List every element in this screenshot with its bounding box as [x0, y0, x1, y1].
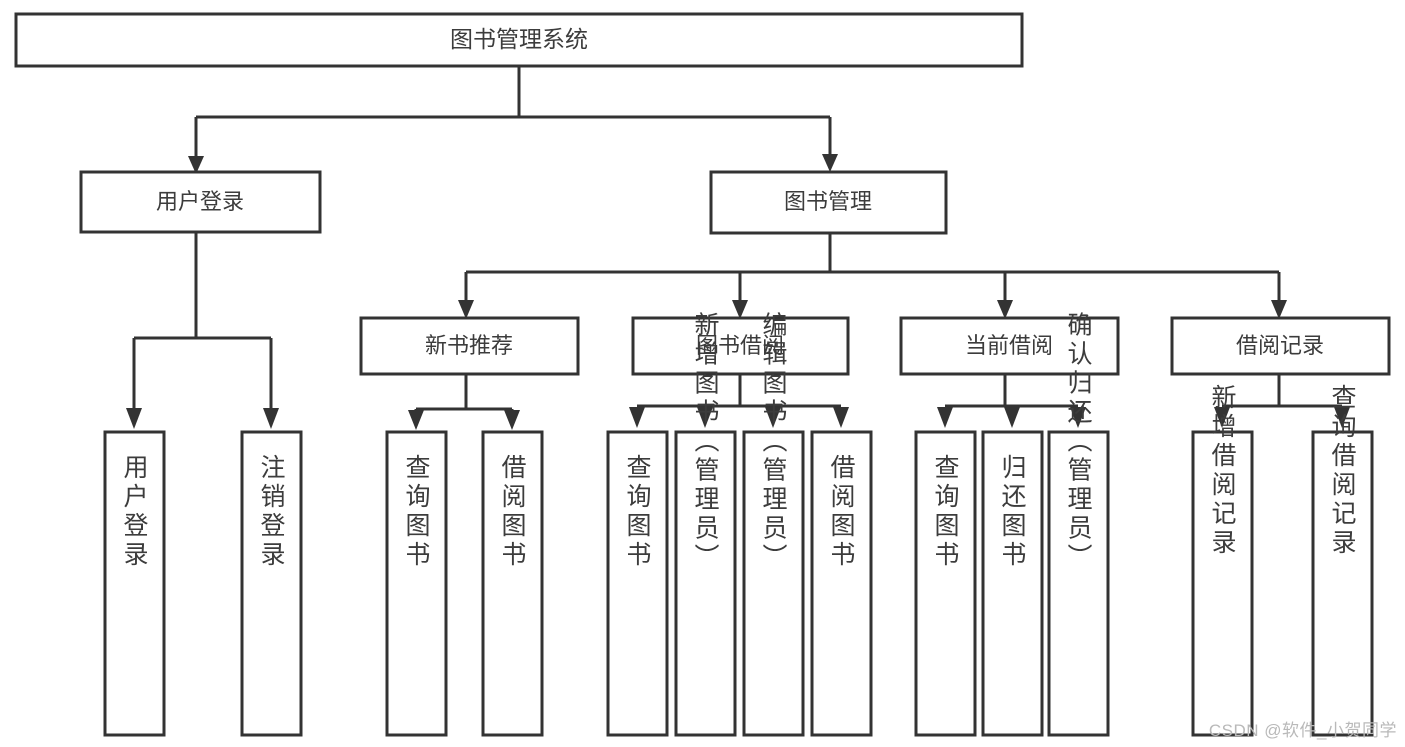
node-leaf-6-box[interactable]	[674, 430, 737, 737]
node-current-label: 当前借阅	[965, 333, 1053, 358]
node-leaf-2-box[interactable]	[240, 430, 303, 737]
node-leaf-4[interactable]: 借阅图书	[481, 430, 544, 737]
node-newbook-box[interactable]	[359, 316, 580, 376]
arrow-head-icon	[1271, 300, 1287, 319]
node-leaf-7-box[interactable]	[742, 430, 805, 737]
node-leaf-5-box[interactable]	[606, 430, 669, 737]
node-leaf-1-label: 用户登录	[120, 454, 149, 570]
watermark-text: CSDN @软件_小贺同学	[1208, 721, 1397, 740]
arrow-head-icon	[458, 300, 474, 319]
arrow-head-icon	[732, 300, 748, 319]
arrow-head-icon	[997, 300, 1013, 319]
connector-group-newbook	[408, 375, 520, 430]
node-leaf-3-box[interactable]	[385, 430, 448, 737]
node-leaf-2[interactable]: 注销登录	[240, 430, 303, 737]
node-leaf-10-box[interactable]	[981, 430, 1044, 737]
node-leaf-13-label: 查询借阅记录	[1328, 384, 1357, 558]
node-leaf-7-label: 编辑图书（管理员）	[759, 312, 788, 573]
node-bookmgmt-box[interactable]	[709, 170, 948, 235]
arrow-head-icon	[833, 407, 849, 428]
node-leaf-8[interactable]: 借阅图书	[810, 430, 873, 737]
node-root[interactable]: 图书管理系统	[14, 12, 1024, 68]
node-leaf-8-box[interactable]	[810, 430, 873, 737]
arrow-head-icon	[1004, 407, 1020, 428]
arrow-head-icon	[263, 408, 279, 429]
arrow-head-icon	[1070, 407, 1086, 428]
arrow-head-icon	[1214, 407, 1230, 428]
arrow-head-icon	[408, 410, 424, 430]
node-login-box[interactable]	[79, 170, 322, 234]
arrow-head-icon	[126, 408, 142, 429]
node-leaf-6[interactable]: 新增图书（管理员）	[674, 312, 737, 737]
node-records-label: 借阅记录	[1236, 333, 1324, 358]
node-leaf-12-box[interactable]	[1191, 430, 1254, 737]
node-leaf-12-label: 新增借阅记录	[1208, 384, 1237, 558]
node-leaf-10[interactable]: 归还图书	[981, 430, 1044, 737]
node-leaf-5-label: 查询图书	[623, 454, 652, 570]
node-leaf-9-label: 查询图书	[931, 454, 960, 570]
node-leaf-4-label: 借阅图书	[498, 454, 527, 570]
connector-group-root	[188, 66, 838, 174]
node-borrow-box[interactable]	[631, 316, 850, 376]
node-login-label: 用户登录	[156, 189, 244, 214]
node-root-box[interactable]	[14, 12, 1024, 68]
node-leaf-13[interactable]: 查询借阅记录	[1311, 384, 1374, 737]
connector-group-current	[937, 375, 1086, 428]
node-leaf-9[interactable]: 查询图书	[914, 430, 977, 737]
node-root-label: 图书管理系统	[450, 26, 588, 52]
connector-group-records	[1214, 375, 1350, 428]
node-records-box[interactable]	[1170, 316, 1391, 376]
node-leaf-3-label: 查询图书	[402, 454, 431, 570]
node-leaf-6-label: 新增图书（管理员）	[691, 312, 720, 573]
node-borrow[interactable]: 图书借阅	[631, 316, 850, 376]
arrow-head-icon	[1334, 407, 1350, 428]
arrow-head-icon	[697, 407, 713, 428]
node-current-box[interactable]	[899, 316, 1120, 376]
node-leaf-11-box[interactable]	[1047, 430, 1110, 737]
connector-group-borrow	[629, 375, 849, 428]
node-newbook[interactable]: 新书推荐	[359, 316, 580, 376]
arrow-head-icon	[188, 156, 204, 174]
node-leaf-12[interactable]: 新增借阅记录	[1191, 384, 1254, 737]
node-leaf-9-box[interactable]	[914, 430, 977, 737]
node-leaf-5[interactable]: 查询图书	[606, 430, 669, 737]
connector-group-bookmgmt	[458, 233, 1287, 319]
node-leaf-1-box[interactable]	[103, 430, 166, 737]
node-bookmgmt[interactable]: 图书管理	[709, 170, 948, 235]
arrow-head-icon	[629, 407, 645, 428]
node-login[interactable]: 用户登录	[79, 170, 322, 234]
node-leaf-3[interactable]: 查询图书	[385, 430, 448, 737]
node-leaf-13-box[interactable]	[1311, 430, 1374, 737]
node-borrow-label: 图书借阅	[696, 333, 784, 358]
connector-group-login	[126, 232, 279, 429]
arrow-head-icon	[765, 407, 781, 428]
node-leaf-11-label: 确认归还（管理员）	[1064, 312, 1093, 573]
node-leaf-2-label: 注销登录	[257, 454, 286, 570]
node-leaf-10-label: 归还图书	[998, 454, 1027, 570]
node-leaf-8-label: 借阅图书	[827, 454, 856, 570]
node-current[interactable]: 当前借阅	[899, 316, 1120, 376]
node-leaf-11[interactable]: 确认归还（管理员）	[1047, 312, 1110, 737]
node-leaf-1[interactable]: 用户登录	[103, 430, 166, 737]
node-leaf-4-box[interactable]	[481, 430, 544, 737]
node-records[interactable]: 借阅记录	[1170, 316, 1391, 376]
arrow-head-icon	[504, 410, 520, 430]
node-bookmgmt-label: 图书管理	[784, 189, 872, 214]
arrow-head-icon	[937, 407, 953, 428]
node-leaf-7[interactable]: 编辑图书（管理员）	[742, 312, 805, 737]
node-newbook-label: 新书推荐	[425, 333, 513, 358]
arrow-head-icon	[822, 154, 838, 172]
